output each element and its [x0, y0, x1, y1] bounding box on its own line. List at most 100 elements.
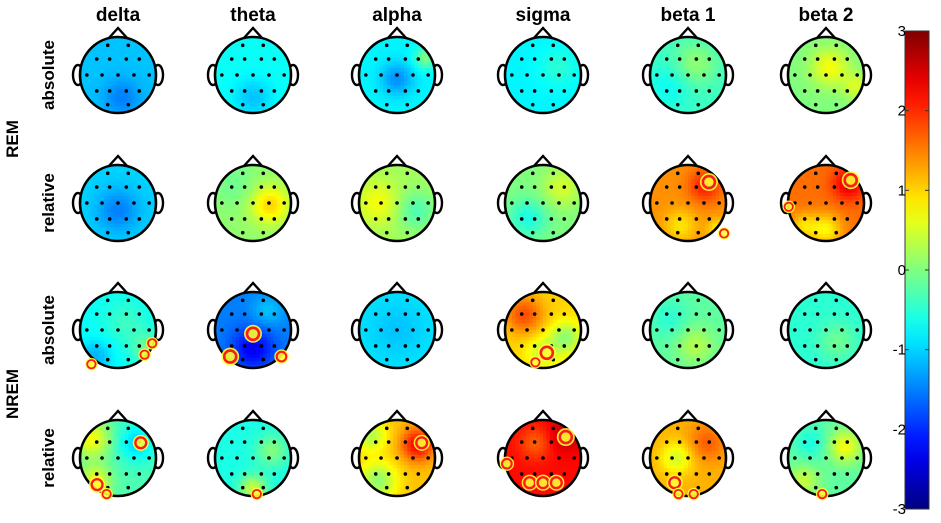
field-cell	[287, 178, 291, 183]
electrode-dot	[282, 201, 286, 205]
field-cell	[277, 81, 282, 86]
field-cell	[715, 64, 720, 69]
field-cell	[107, 178, 112, 183]
field-cell	[656, 54, 661, 59]
field-cell	[221, 209, 226, 214]
field-cell	[660, 78, 665, 83]
field-cell	[532, 95, 537, 100]
field-cell	[379, 43, 384, 48]
field-cell	[249, 206, 254, 211]
field-cell	[135, 78, 140, 83]
field-cell	[83, 102, 88, 107]
field-cell	[362, 40, 367, 45]
field-cell	[860, 43, 864, 48]
field-cell	[812, 61, 817, 66]
field-cell	[508, 199, 513, 204]
field-cell	[83, 192, 88, 197]
field-cell	[556, 171, 561, 176]
field-cell	[228, 237, 233, 241]
field-cell	[791, 61, 796, 66]
field-cell	[131, 209, 136, 214]
field-cell	[822, 81, 827, 86]
field-cell	[107, 85, 112, 90]
field-cell	[104, 175, 109, 180]
field-cell	[86, 78, 91, 83]
field-cell	[522, 230, 527, 235]
field-cell	[118, 206, 123, 211]
field-cell	[114, 85, 119, 90]
field-cell	[556, 88, 561, 93]
field-cell	[80, 175, 85, 180]
field-cell	[232, 47, 237, 52]
field-cell	[860, 102, 864, 107]
field-cell	[287, 50, 291, 55]
electrode-dot	[519, 57, 524, 61]
field-cell	[403, 199, 408, 204]
field-cell	[376, 64, 381, 69]
field-cell	[511, 237, 516, 241]
field-cell	[152, 171, 156, 176]
field-cell	[218, 230, 223, 235]
field-cell	[788, 37, 793, 42]
field-cell	[256, 88, 261, 93]
electrode-dot	[686, 73, 690, 77]
field-cell	[362, 88, 367, 93]
field-cell	[670, 61, 675, 66]
field-cell	[505, 95, 510, 100]
field-cell	[553, 216, 558, 221]
field-cell	[839, 50, 844, 55]
field-cell	[688, 37, 693, 42]
field-cell	[403, 182, 408, 187]
field-cell	[124, 50, 129, 55]
field-cell	[97, 85, 102, 90]
field-cell	[379, 203, 384, 208]
field-cell	[536, 102, 541, 107]
field-cell	[215, 75, 220, 80]
field-cell	[242, 99, 247, 104]
field-cell	[505, 68, 510, 73]
electrode-dot	[694, 89, 699, 93]
field-cell	[653, 85, 658, 90]
field-cell	[149, 216, 154, 221]
electrode-dot	[261, 171, 266, 176]
field-cell	[539, 168, 544, 173]
field-cell	[560, 68, 565, 73]
field-cell	[832, 40, 837, 45]
electrode-dot	[242, 185, 247, 189]
field-cell	[850, 68, 855, 73]
field-cell	[104, 85, 109, 90]
field-cell	[277, 234, 282, 239]
field-cell	[417, 213, 422, 218]
field-cell	[403, 213, 408, 218]
field-cell	[246, 78, 251, 83]
field-cell	[850, 78, 855, 83]
field-cell	[574, 75, 579, 80]
field-cell	[365, 85, 370, 90]
field-cell	[577, 71, 581, 76]
field-cell	[407, 171, 412, 176]
field-cell	[508, 185, 513, 190]
field-cell	[246, 182, 251, 187]
field-cell	[567, 175, 572, 180]
field-cell	[857, 71, 862, 76]
field-cell	[390, 99, 395, 104]
field-cell	[118, 75, 123, 80]
field-cell	[417, 92, 422, 97]
field-cell	[656, 88, 661, 93]
field-cell	[256, 102, 261, 107]
field-cell	[152, 106, 156, 111]
field-cell	[712, 68, 717, 73]
field-cell	[273, 54, 278, 59]
field-cell	[518, 192, 523, 197]
field-cell	[722, 75, 726, 80]
field-cell	[228, 68, 233, 73]
electrode-dot	[373, 217, 378, 221]
field-cell	[266, 99, 271, 104]
field-cell	[794, 75, 799, 80]
field-cell	[522, 54, 527, 59]
field-cell	[114, 182, 119, 187]
field-cell	[522, 92, 527, 97]
field-cell	[93, 189, 98, 194]
field-cell	[280, 54, 285, 59]
field-cell	[801, 85, 806, 90]
